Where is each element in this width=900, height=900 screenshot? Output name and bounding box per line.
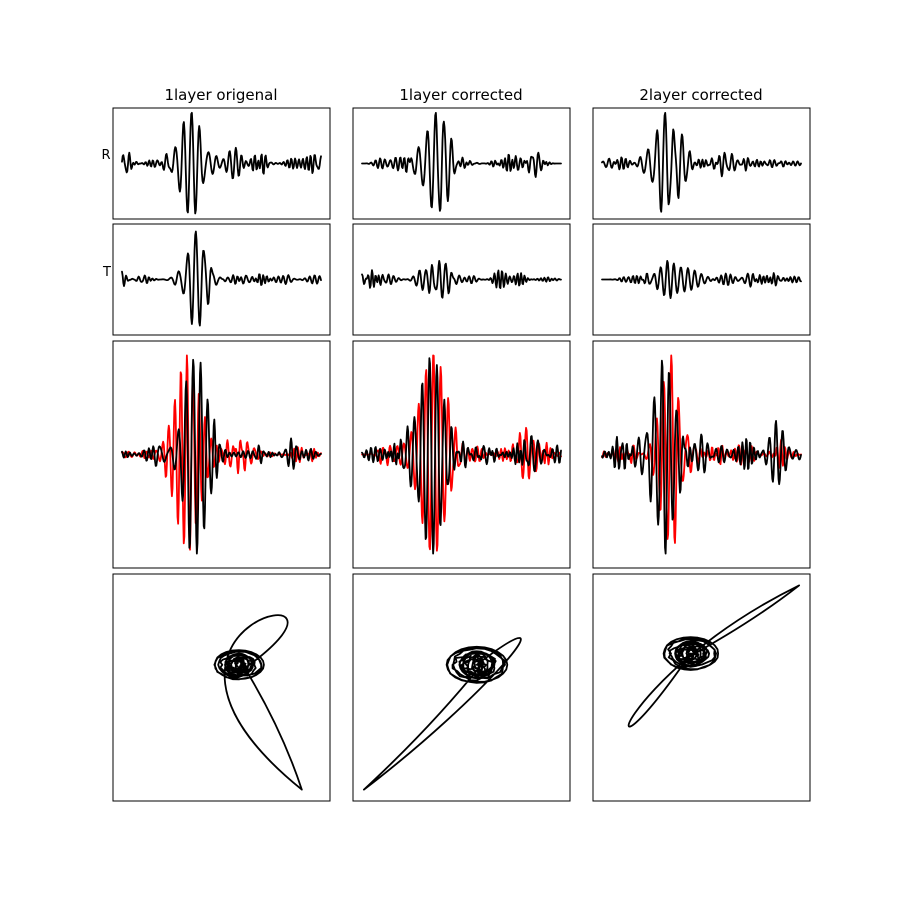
R-trace-2	[361, 111, 562, 212]
R-trace-3	[601, 111, 802, 213]
particle-motion-panel-1	[112, 573, 331, 802]
overlay-black-trace-3	[601, 359, 802, 555]
particle-motion-trace-1	[213, 614, 303, 791]
particle-motion-trace-3	[627, 584, 800, 728]
column-title-2: 1layer corrected	[399, 86, 522, 104]
particle-motion-trace-2	[363, 637, 522, 791]
column-title-3: 2layer corrected	[639, 86, 762, 104]
row-label-R: R	[101, 148, 110, 163]
T-trace-2	[361, 259, 562, 299]
row-label-T: T	[102, 265, 111, 280]
overlay-black-trace-2	[361, 357, 562, 555]
particle-motion-panel-3	[592, 573, 811, 802]
T-trace-1	[121, 230, 322, 327]
subplot-grid	[112, 107, 811, 802]
R-trace-1	[121, 111, 322, 215]
T-trace-3	[601, 259, 802, 300]
column-title-1: 1layer origenal	[164, 86, 277, 104]
overlay-black-trace-1	[121, 358, 322, 555]
